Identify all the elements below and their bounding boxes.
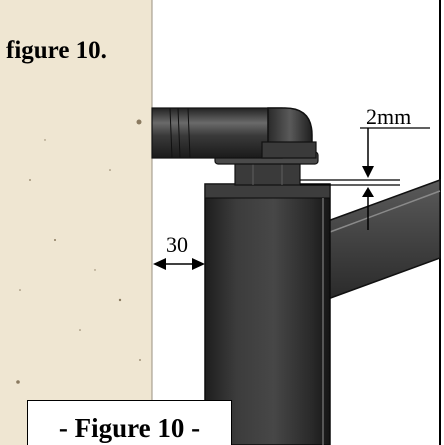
wall-speckles — [16, 119, 142, 384]
elbow-collar — [261, 141, 317, 159]
support-arm-highlight — [329, 190, 441, 233]
dimension-30 — [153, 258, 205, 270]
dimension-30-label: 30 — [166, 232, 188, 257]
post-top-cap — [204, 183, 331, 199]
caption-box: - Figure 10 - — [27, 400, 232, 445]
wall — [0, 0, 152, 445]
pipe-bands — [169, 107, 191, 159]
figure-label: figure 10. — [6, 37, 107, 64]
dimension-2mm-label: 2mm — [366, 104, 411, 129]
hex-nut — [234, 160, 301, 186]
dimension-2mm — [300, 127, 430, 230]
figure-caption: - Figure 10 - — [58, 413, 201, 443]
horizontal-pipe — [151, 107, 283, 159]
